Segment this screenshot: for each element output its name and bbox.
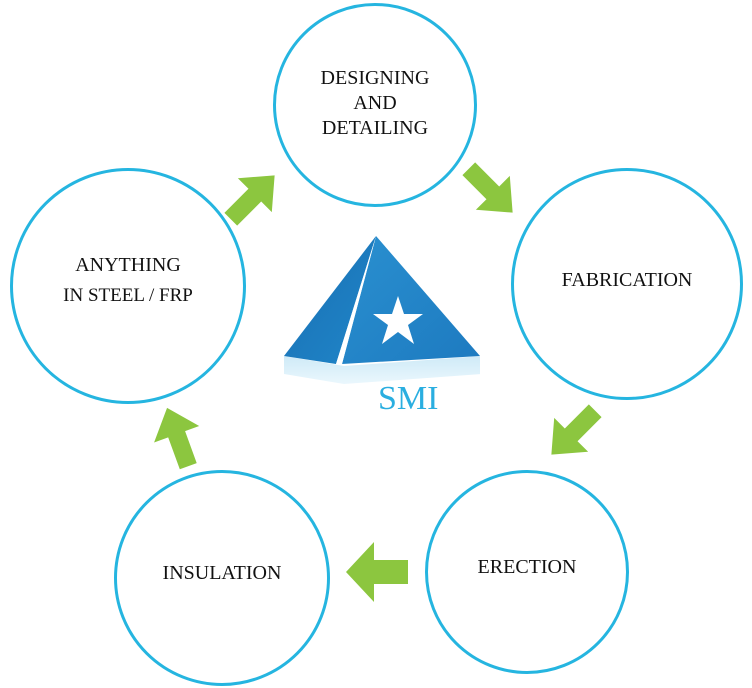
step-designing-detailing: DESIGNING AND DETAILING — [273, 3, 477, 207]
arrow-icon — [462, 162, 513, 213]
step-label-line: AND — [353, 91, 397, 114]
step-label: ERECTION — [478, 555, 577, 580]
step-label: ANYTHING IN STEEL / FRP — [63, 253, 193, 308]
arrow-icon — [154, 407, 200, 470]
step-erection: ERECTION — [425, 470, 629, 674]
step-label: FABRICATION — [562, 268, 693, 293]
arrow-icon — [224, 175, 275, 226]
step-label: INSULATION — [163, 561, 282, 586]
pyramid-star-icon — [284, 236, 480, 384]
step-label-line: DETAILING — [321, 116, 429, 139]
step-label-line: FABRICATION — [561, 268, 693, 291]
arrow-icon — [551, 404, 602, 455]
logo-label: SMI — [378, 380, 439, 417]
step-label-line: DESIGNING — [320, 66, 430, 89]
step-label: DESIGNING AND DETAILING — [321, 66, 430, 141]
step-anything-steel-frp: ANYTHING IN STEEL / FRP — [10, 168, 246, 404]
step-label-line: ERECTION — [477, 555, 577, 578]
step-insulation: INSULATION — [114, 470, 330, 686]
step-label-line: ANYTHING — [75, 253, 181, 276]
step-label-line: INSULATION — [162, 561, 282, 584]
step-label-line: IN STEEL / FRP — [63, 284, 193, 306]
arrow-icon — [346, 542, 408, 602]
step-fabrication: FABRICATION — [511, 168, 743, 400]
